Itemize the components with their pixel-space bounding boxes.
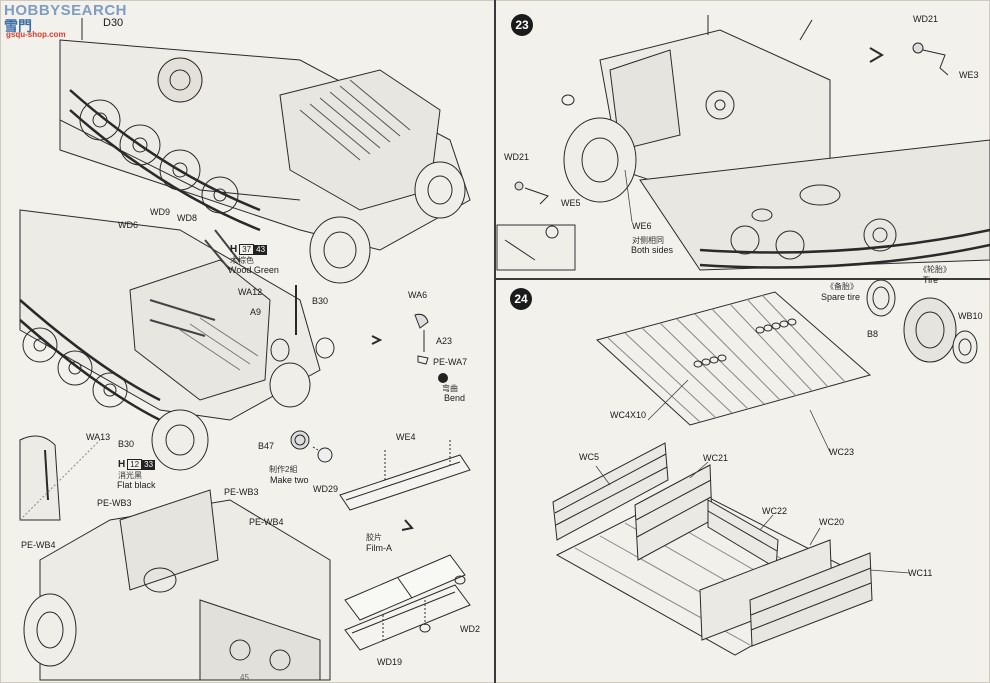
watermark-mark: 雪門 (4, 18, 32, 34)
part-label-pe-wb4-right: PE-WB4 (249, 517, 284, 527)
part-label-wa13: WA13 (86, 432, 111, 442)
part-label-wc21: WC21 (703, 453, 729, 463)
both-sides-cn: 对侧相同 (632, 236, 664, 245)
part-label-wc4x10: WC4X10 (610, 410, 647, 420)
color-num1: 37 (239, 244, 255, 255)
halftrack-illustration-top (60, 18, 470, 283)
color-num2-black: 33 (142, 459, 156, 470)
step-24-badge: 24 (510, 288, 532, 310)
part-label-we4: WE4 (396, 432, 416, 442)
part-label-a23: A23 (436, 336, 453, 346)
part-label-wb10: WB10 (958, 311, 983, 321)
watermark-brand: HOBBYSEARCH (4, 2, 128, 19)
color-num2: 43 (254, 244, 268, 255)
part-label-b47: B47 (258, 441, 275, 451)
part-label-d30: D30 (103, 17, 124, 29)
part-label-wd21-left: WD21 (504, 152, 530, 162)
part-label-wc5: WC5 (579, 452, 599, 462)
color-callout-wood: H 37 43 (230, 244, 268, 255)
part-label-wd6: WD6 (118, 220, 138, 230)
part-label-wa12: WA12 (238, 287, 263, 297)
halftrack-illustration-bottom (24, 336, 470, 680)
halftrack-illustration-middle (20, 210, 428, 520)
part-label-wd29: WD29 (313, 484, 339, 494)
part-label-pe-wb3-right: PE-WB3 (224, 487, 259, 497)
tire-label: Tire (923, 275, 939, 285)
color-code-h-black: H (118, 459, 126, 470)
part-label-wc11: WC11 (908, 568, 933, 578)
part-label-we6: WE6 (632, 221, 652, 231)
bend-icon (438, 373, 448, 383)
color-name-cn-wood: 木棕色 (230, 256, 254, 265)
part-label-pe-wb4-left: PE-WB4 (21, 540, 56, 550)
leader-lines (596, 170, 910, 573)
part-label-we5: WE5 (561, 198, 581, 208)
part-label-pe-wa7: PE-WA7 (433, 357, 468, 367)
color-name-black: Flat black (117, 480, 156, 490)
step-23-badge: 23 (511, 14, 533, 36)
film-label: Film-A (366, 543, 392, 553)
step23-illustration (497, 15, 990, 270)
part-label-wc22: WC22 (762, 506, 788, 516)
part-label-wa6: WA6 (408, 290, 428, 300)
part-label-wd19: WD19 (377, 657, 403, 667)
part-label-b8: B8 (867, 329, 879, 339)
part-label-wd2: WD2 (460, 624, 480, 634)
step24-illustration (553, 280, 977, 655)
both-sides-label: Both sides (631, 245, 674, 255)
part-label-b30-upper: B30 (312, 296, 329, 306)
part-label-wd8: WD8 (177, 213, 197, 223)
color-callout-black: H 12 33 (118, 459, 156, 470)
part-label-wd21-top: WD21 (913, 14, 939, 24)
step-separator (496, 278, 990, 280)
make-two-cn: 制作2組 (269, 465, 298, 474)
part-label-wc23: WC23 (829, 447, 855, 457)
tire-cn: 《轮胎》 (919, 265, 951, 274)
part-label-a9: A9 (250, 307, 262, 317)
watermark-logo: HOBBYSEARCH 雪門 gsqu-shop.com (4, 2, 128, 39)
color-name-wood: Wood Green (228, 265, 279, 275)
film-label-cn: 胶片 (366, 533, 382, 542)
color-num1-black: 12 (127, 459, 143, 470)
color-code-h: H (230, 244, 238, 255)
color-name-cn-black: 消光黑 (118, 471, 142, 480)
part-label-b30-lower: B30 (118, 439, 135, 449)
page-number: 45 (240, 673, 249, 682)
panel-divider (494, 0, 496, 683)
spare-tire-label: Spare tire (821, 292, 861, 302)
part-label-we3: WE3 (959, 70, 979, 80)
bend-label-cn: 弯曲 (442, 384, 458, 393)
part-label-wc20: WC20 (819, 517, 845, 527)
part-label-pe-wb3-left: PE-WB3 (97, 498, 132, 508)
watermark-url: gsqu-shop.com (6, 30, 66, 39)
part-label-wd9: WD9 (150, 207, 170, 217)
spare-tire-cn: 《备胎》 (826, 282, 858, 291)
bend-label: Bend (444, 393, 466, 403)
make-two-label: Make two (270, 475, 309, 485)
